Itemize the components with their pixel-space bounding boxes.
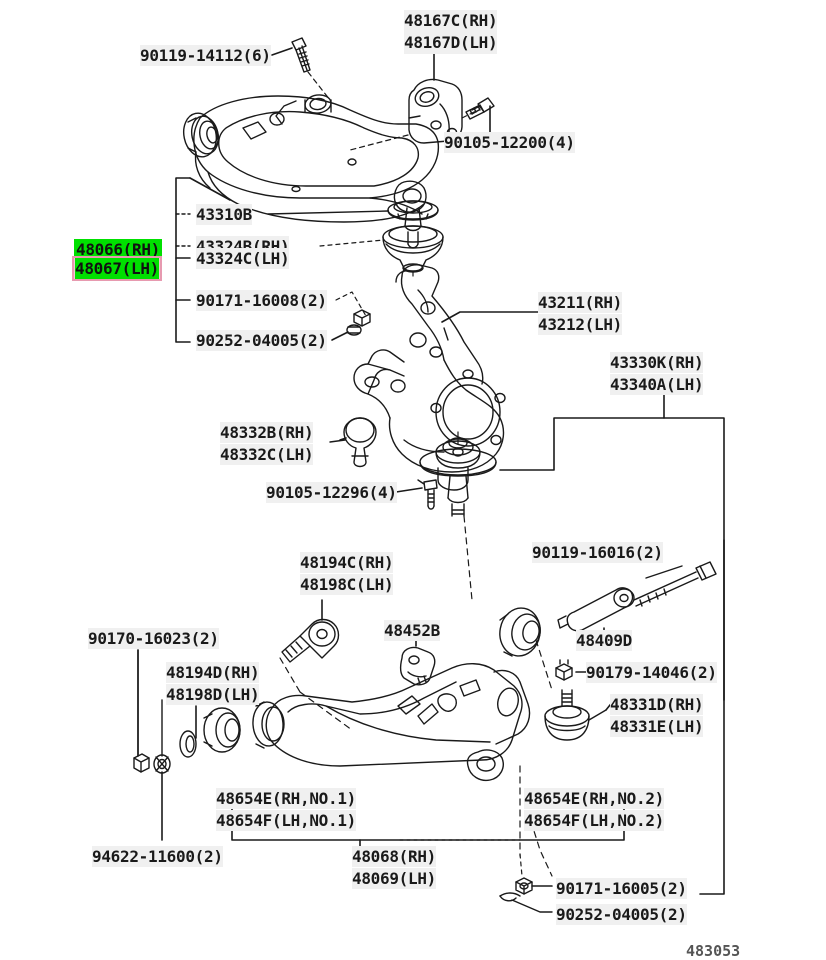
bushing-no2-art: [499, 607, 541, 657]
steering-knuckle-art: [353, 264, 506, 491]
label-upper-bracket-rh: 48167C(RH): [404, 10, 498, 32]
label-lower-bumper-rh: 48331D(RH): [610, 694, 704, 715]
label-lower-ball-bolt: 90105-12296(4): [266, 482, 397, 503]
label-upper-washer: 90252-04005(2): [196, 330, 327, 351]
lower-ball-joint-art: [419, 437, 497, 517]
dust-boot-art: [382, 225, 444, 273]
dust-cover-ring-art: [387, 200, 439, 221]
lower-arm-nut-art: [133, 753, 150, 773]
label-bush-no2-lh: 48654F(LH,NO.2): [524, 810, 664, 831]
label-knuckle-rh: 43211(RH): [538, 292, 622, 313]
bumper-art: [544, 689, 590, 741]
label-bottom-nut: 90171-16005(2): [556, 878, 687, 899]
label-upper-arm-rh: 48066(RH): [74, 239, 162, 260]
upper-bracket-bolt-art: [465, 97, 495, 120]
label-washer-94622: 94622-11600(2): [92, 846, 223, 867]
label-lower-arm-nut: 90170-16023(2): [88, 628, 219, 649]
label-upper-nut: 90171-16008(2): [196, 290, 327, 311]
upper-nut-art: [353, 309, 371, 327]
stopper-art: [399, 646, 436, 686]
label-hub-lh: 43340A(LH): [610, 374, 704, 395]
lower-control-arm-art: [252, 663, 531, 782]
label-hub-rh: 43330K(RH): [610, 352, 704, 373]
label-upper-arm-lh: 48067(LH): [75, 258, 159, 279]
upper-washer-art: [346, 324, 362, 336]
shaft-nut-art: [555, 659, 573, 681]
label-adjust-cam-rh: 48194C(RH): [300, 552, 394, 573]
label-lower-ball-boot-lh: 48332C(LH): [220, 444, 314, 465]
label-bush-no1-lh: 48654F(LH,NO.1): [216, 810, 356, 831]
label-upper-arm-bolt: 90119-14112(6): [140, 45, 271, 66]
label-shaft-bolt: 90119-16016(2): [532, 542, 663, 563]
lower-ball-boot-art: [343, 417, 377, 468]
label-bottom-washer: 90252-04005(2): [556, 904, 687, 925]
label-upper-bracket-bolt: 90105-12200(4): [444, 132, 575, 153]
label-lower-ball-boot-rh: 48332B(RH): [220, 422, 314, 443]
label-lower-arm-rh: 48068(RH): [352, 846, 436, 867]
shaft-bolt-art: [633, 561, 717, 607]
label-shaft-nut: 90179-14046(2): [586, 662, 717, 683]
label-bush-no2-rh: 48654E(RH,NO.2): [524, 788, 664, 809]
torsion-shaft-art: [557, 587, 635, 632]
label-lower-arm-lh: 48069(LH): [352, 868, 436, 889]
label-bush-no1-rh: 48654E(RH,NO.1): [216, 788, 356, 809]
figure-id-watermark: 483053: [686, 942, 741, 960]
small-washer-art: [153, 754, 171, 774]
label-cam-plate-lh: 48198D(LH): [166, 684, 260, 705]
bushing-no1-art: [179, 707, 241, 758]
label-lower-bumper-lh: 48331E(LH): [610, 716, 704, 737]
label-cam-plate-rh: 48194D(RH): [166, 662, 260, 683]
label-adjust-cam-lh: 48198C(LH): [300, 574, 394, 595]
label-dust-boot-lh: 43324C(LH): [196, 248, 290, 269]
upper-arm-bolt-art: [291, 37, 311, 73]
label-stopper: 48452B: [384, 620, 440, 641]
label-dust-cover-ring: 43310B: [196, 204, 252, 225]
selection-box-upper-arm-lh[interactable]: 48067(LH): [72, 256, 162, 281]
adjust-cam-bolt-art: [281, 618, 340, 663]
label-upper-bracket-lh: 48167D(LH): [404, 32, 498, 54]
bottom-fastener-art: [499, 877, 533, 902]
label-knuckle-lh: 43212(LH): [538, 314, 622, 335]
label-torsion-shaft: 48409D: [576, 630, 632, 651]
